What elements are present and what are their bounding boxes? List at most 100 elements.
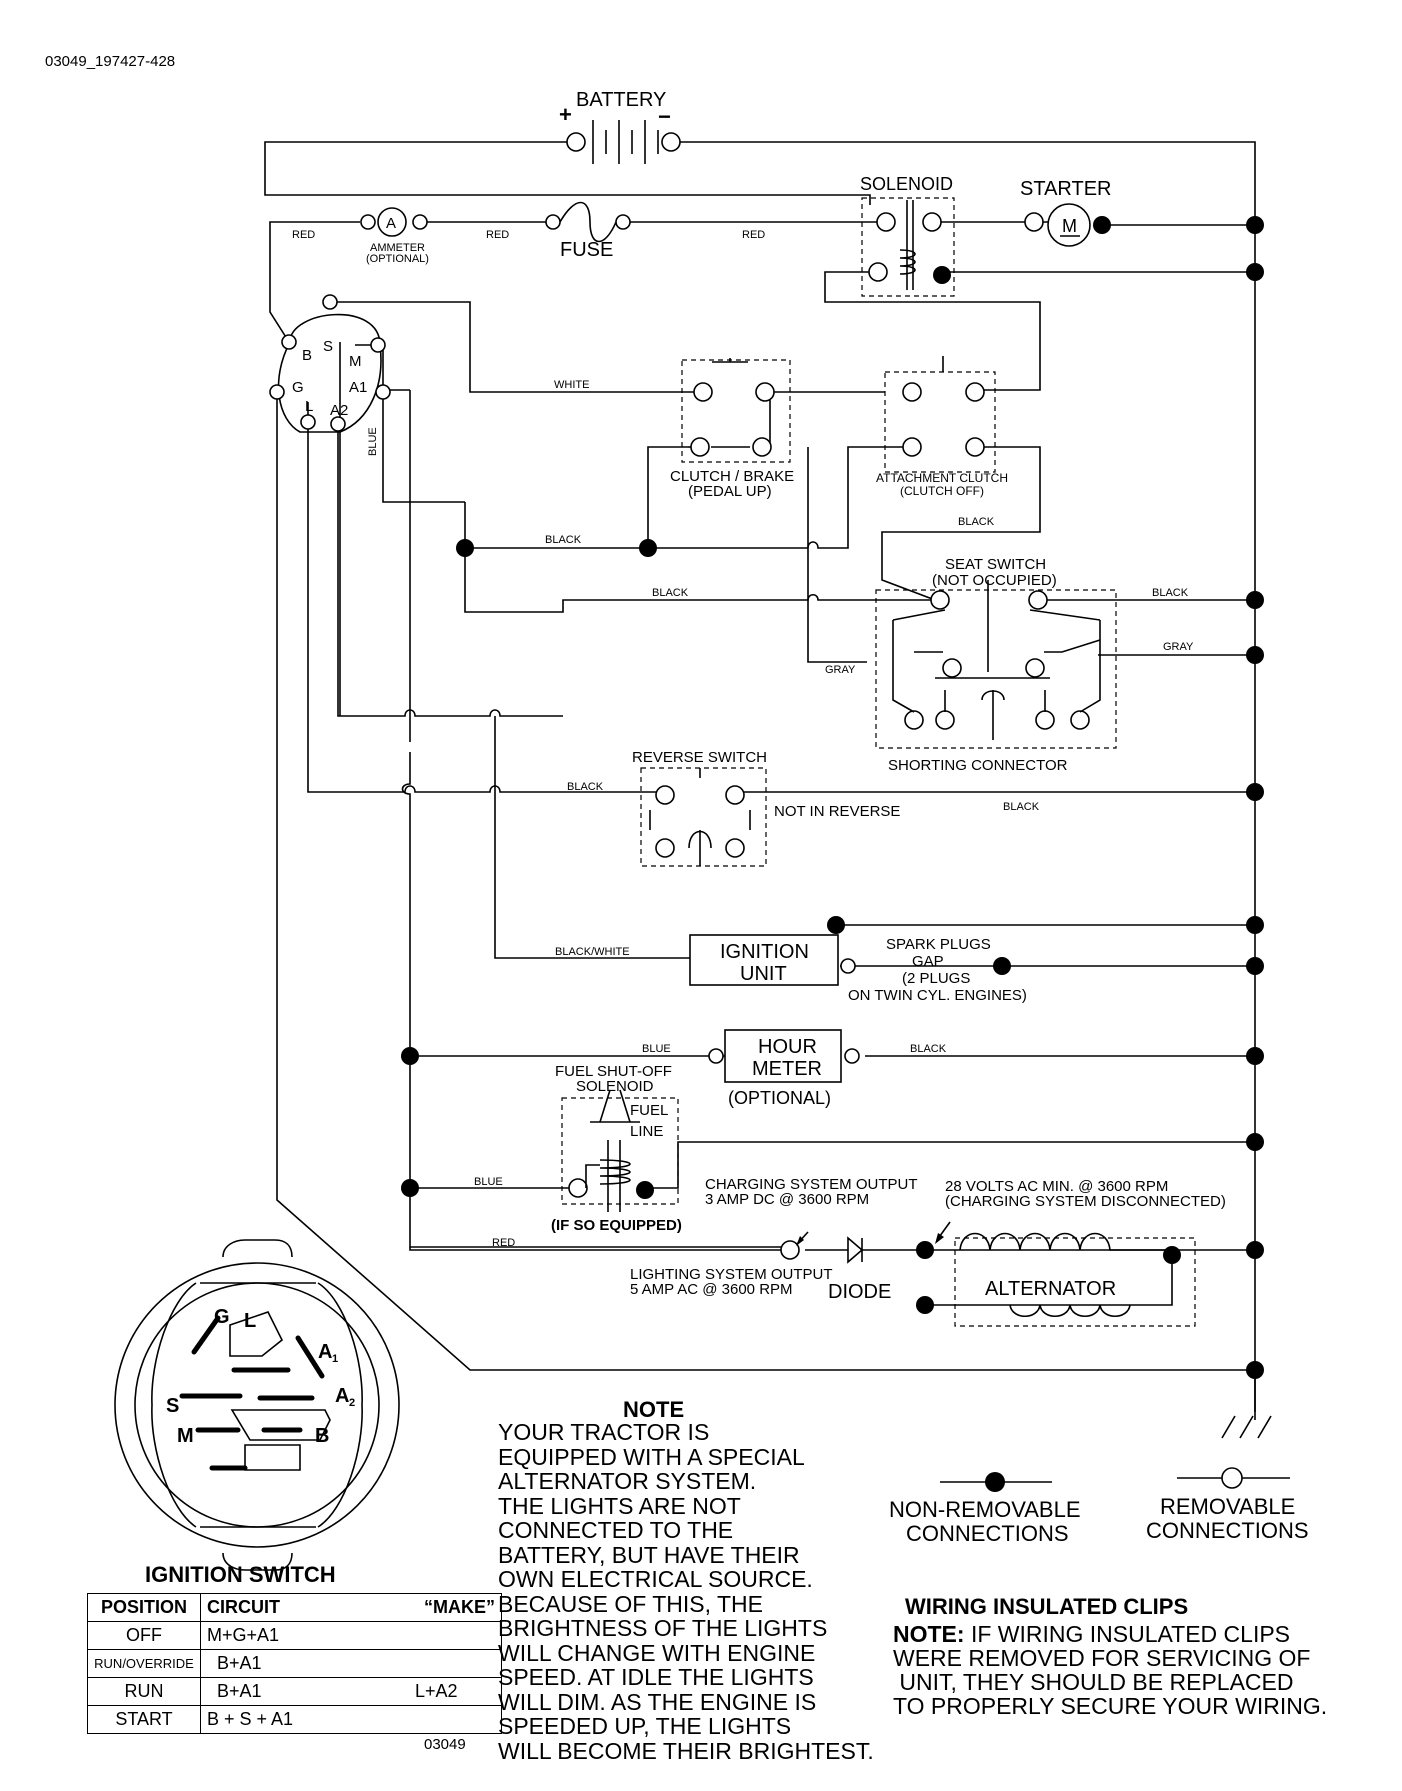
charging-label-1: CHARGING SYSTEM OUTPUT (705, 1176, 918, 1193)
term-a1: A1 (349, 379, 367, 396)
fuel-shutoff-label-1: FUEL SHUT-OFF (555, 1063, 672, 1080)
note-text: YOUR TRACTOR IS EQUIPPED WITH A SPECIAL … (498, 1420, 874, 1763)
wire-red-1: RED (292, 229, 315, 241)
cell-position: RUN (87, 1677, 201, 1706)
note-line: BATTERY, BUT HAVE THEIR (498, 1541, 800, 1568)
wire-red-2: RED (486, 229, 509, 241)
table-header-row: POSITION CIRCUIT “MAKE” (87, 1593, 502, 1622)
removable-2: CONNECTIONS (1146, 1518, 1309, 1543)
ignition-switch-schematic: B S M G A1 L A2 (269, 294, 391, 433)
note-line: THE LIGHTS ARE NOT (498, 1492, 741, 1519)
term-a2: A2 (330, 402, 348, 419)
cell-make (409, 1621, 502, 1650)
sw-s: S (166, 1395, 179, 1417)
reverse-switch: REVERSE SWITCH NOT IN REVERSE (632, 749, 900, 867)
fuse-label: FUSE (560, 239, 613, 261)
pedal-up-label: (PEDAL UP) (688, 483, 772, 500)
header-circuit: CIRCUIT (200, 1593, 409, 1622)
cell-position: START (87, 1705, 201, 1734)
battery: + − BATTERY (559, 89, 681, 164)
not-in-reverse-label: NOT IN REVERSE (774, 803, 900, 820)
wire-black-2: BLACK (652, 587, 689, 599)
spark-plugs-label-3: (2 PLUGS (902, 970, 970, 987)
spark-plugs-label-4: ON TWIN CYL. ENGINES) (848, 987, 1027, 1004)
fuel-line-label-1: FUEL (630, 1102, 668, 1119)
wire-white: WHITE (554, 379, 589, 391)
ammeter: A AMMETER (OPTIONAL) RED RED RED (292, 207, 765, 265)
wire-black-1: BLACK (545, 534, 582, 546)
note-line: CONNECTED TO THE (498, 1517, 734, 1543)
ignition-switch-title: IGNITION SWITCH (145, 1562, 336, 1587)
cell-make (409, 1705, 502, 1734)
removable-1: REMOVABLE (1160, 1494, 1295, 1519)
fuse: FUSE (545, 201, 631, 261)
lighting-label-1: LIGHTING SYSTEM OUTPUT (630, 1266, 833, 1283)
legend: NON-REMOVABLE CONNECTIONS REMOVABLE CONN… (889, 1467, 1309, 1546)
spark-plugs-label-1: SPARK PLUGS (886, 936, 991, 953)
note-line: BECAUSE OF THIS, THE (498, 1590, 763, 1617)
lighting-label-2: 5 AMP AC @ 3600 RPM (630, 1281, 793, 1298)
starter-m: M (1062, 216, 1077, 236)
spark-plugs-label-2: GAP (912, 953, 944, 970)
wire-black-4: BLACK (1152, 587, 1189, 599)
note-line: ALTERNATOR SYSTEM. (498, 1468, 757, 1494)
cell-position: RUN/OVERRIDE (87, 1649, 201, 1678)
sw-a2-sub: 2 (349, 1397, 355, 1409)
note-line: WILL DIM. AS THE ENGINE IS (498, 1688, 817, 1715)
figure-code: 03049 (424, 1736, 466, 1753)
sw-g: G (214, 1306, 230, 1328)
attachment-clutch-switch: ATTACHMENT CLUTCH (CLUTCH OFF) (876, 356, 1008, 498)
battery-label: BATTERY (576, 89, 666, 111)
cell-circuit: B+A1 (200, 1677, 409, 1706)
volts-label-2: (CHARGING SYSTEM DISCONNECTED) (945, 1193, 1226, 1210)
fuel-shutoff-solenoid: FUEL SHUT-OFF SOLENOID FUEL LINE (IF SO … (551, 1063, 682, 1234)
hour-meter-optional: (OPTIONAL) (728, 1088, 831, 1108)
non-removable-1: NON-REMOVABLE (889, 1497, 1081, 1522)
hour-meter: HOUR METER (OPTIONAL) (708, 1029, 860, 1108)
wires (264, 141, 1272, 1439)
fuel-shutoff-label-2: SOLENOID (576, 1078, 654, 1095)
table-row: START B + S + A1 (87, 1705, 502, 1734)
clutch-brake-label: CLUTCH / BRAKE (670, 468, 794, 485)
note-line: YOUR TRACTOR IS (498, 1419, 710, 1445)
solenoid-label: SOLENOID (860, 174, 953, 194)
clips-note-line4: TO PROPERLY SECURE YOUR WIRING. (893, 1693, 1328, 1719)
volts-label-1: 28 VOLTS AC MIN. @ 3600 RPM (945, 1178, 1168, 1195)
clips-note: NOTE: IF WIRING INSULATED CLIPS WERE REM… (893, 1622, 1327, 1718)
cell-circuit: M+G+A1 (200, 1621, 409, 1650)
alternator-label: ALTERNATOR (985, 1278, 1116, 1300)
wire-black-7: BLACK (910, 1043, 947, 1055)
clips-note-line2: WERE REMOVED FOR SERVICING OF (893, 1645, 1311, 1671)
wire-blue-vertical: BLUE (367, 427, 379, 456)
term-g: G (292, 379, 304, 396)
wire-black-6: BLACK (1003, 801, 1040, 813)
junction-dots (401, 216, 1264, 1379)
hour-meter-label-2: METER (752, 1058, 822, 1080)
battery-plus: + (559, 102, 572, 127)
note-line: EQUIPPED WITH A SPECIAL (498, 1443, 805, 1470)
clips-title: WIRING INSULATED CLIPS (905, 1594, 1188, 1619)
if-so-equipped-label: (IF SO EQUIPPED) (551, 1217, 682, 1234)
sw-m: M (177, 1425, 194, 1447)
not-occupied-label: (NOT OCCUPIED) (932, 572, 1057, 589)
fuel-line-label-2: LINE (630, 1123, 663, 1140)
table-row: OFF M+G+A1 (87, 1621, 502, 1650)
non-removable-2: CONNECTIONS (906, 1521, 1069, 1546)
note-line: WILL CHANGE WITH ENGINE (498, 1639, 816, 1666)
sw-a2: A (335, 1385, 349, 1407)
diode-label: DIODE (828, 1281, 891, 1303)
charging-system: CHARGING SYSTEM OUTPUT 3 AMP DC @ 3600 R… (630, 1176, 1226, 1327)
ignition-unit-label-2: UNIT (740, 963, 787, 985)
sw-l: L (244, 1310, 256, 1332)
sw-a1: A (318, 1341, 332, 1363)
note-line: BRIGHTNESS OF THE LIGHTS (498, 1615, 828, 1641)
term-s: S (323, 338, 333, 355)
solenoid: SOLENOID (860, 174, 955, 297)
ammeter-a: A (386, 215, 396, 232)
wire-gray-1: GRAY (1163, 641, 1194, 653)
ammeter-optional: (OPTIONAL) (366, 253, 429, 265)
hour-meter-label-1: HOUR (758, 1036, 817, 1058)
term-m: M (349, 353, 362, 370)
seat-switch: SEAT SWITCH (NOT OCCUPIED) SHORTING CONN… (875, 556, 1117, 774)
